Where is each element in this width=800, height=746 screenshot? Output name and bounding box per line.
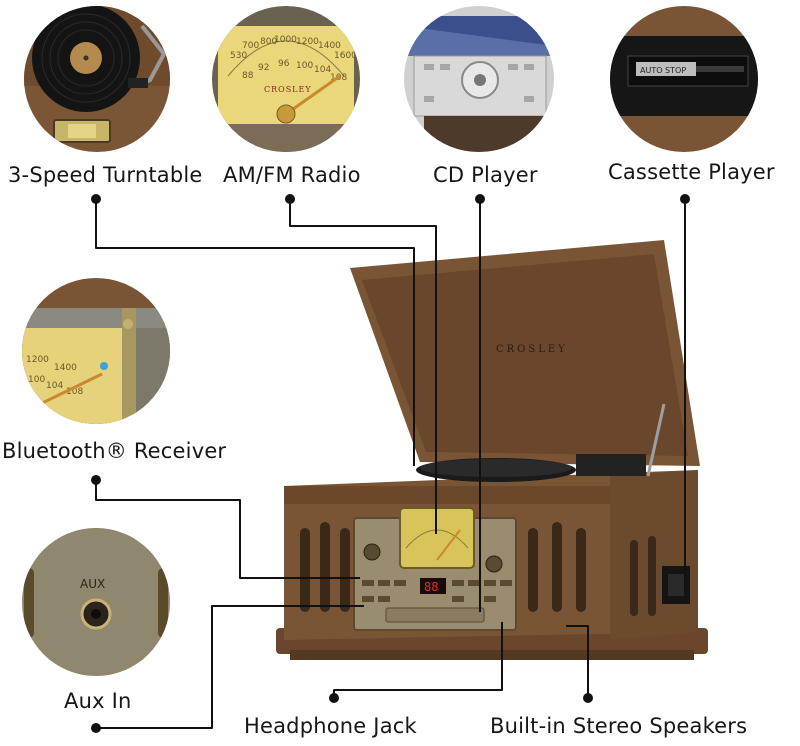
cd-drive-icon bbox=[404, 6, 554, 152]
cassette-deck-icon: AUTO STOP bbox=[610, 6, 758, 152]
bt-scale-bottom-2: 108 bbox=[66, 387, 83, 397]
bt-scale-bottom-1: 104 bbox=[46, 381, 63, 391]
radio-scale-top-6: 1600 bbox=[334, 51, 357, 61]
bt-scale-bottom-0: 100 bbox=[28, 375, 45, 385]
cd-thumbnail bbox=[404, 6, 554, 152]
radio-scale-bottom-1: 92 bbox=[258, 63, 269, 73]
label-aux: Aux In bbox=[64, 689, 132, 713]
bt-scale-top-0: 1200 bbox=[26, 355, 49, 365]
radio-scale-top-4: 1200 bbox=[296, 37, 319, 47]
radio-scale-top-5: 1400 bbox=[318, 41, 341, 51]
radio-scale-top-1: 700 bbox=[242, 41, 259, 51]
radio-scale-bottom-3: 100 bbox=[296, 61, 313, 71]
lid-brand-text: CROSLEY bbox=[496, 344, 568, 355]
label-cassette: Cassette Player bbox=[608, 160, 775, 184]
radio-scale-top-3: 1000 bbox=[274, 35, 297, 45]
radio-scale-bottom-0: 88 bbox=[242, 71, 254, 81]
cassette-autostop-text: AUTO STOP bbox=[640, 66, 686, 75]
label-headphone: Headphone Jack bbox=[244, 714, 417, 738]
label-radio: AM/FM Radio bbox=[223, 163, 361, 187]
cd-display-digits: 88 bbox=[424, 580, 438, 594]
radio-brand-text: CROSLEY bbox=[264, 85, 312, 94]
radio-scale-top-0: 530 bbox=[230, 51, 247, 61]
cassette-thumbnail: AUTO STOP bbox=[610, 6, 758, 152]
label-speakers: Built-in Stereo Speakers bbox=[490, 714, 748, 738]
bt-scale-top-1: 1400 bbox=[54, 363, 77, 373]
radio-scale-top-2: 800 bbox=[260, 37, 277, 47]
label-cd: CD Player bbox=[433, 163, 538, 187]
radio-scale-bottom-2: 96 bbox=[278, 59, 290, 69]
radio-scale-bottom-4: 104 bbox=[314, 65, 331, 75]
label-bluetooth: Bluetooth® Receiver bbox=[2, 439, 227, 463]
label-turntable: 3-Speed Turntable bbox=[8, 163, 203, 187]
aux-label-text: AUX bbox=[80, 577, 105, 591]
